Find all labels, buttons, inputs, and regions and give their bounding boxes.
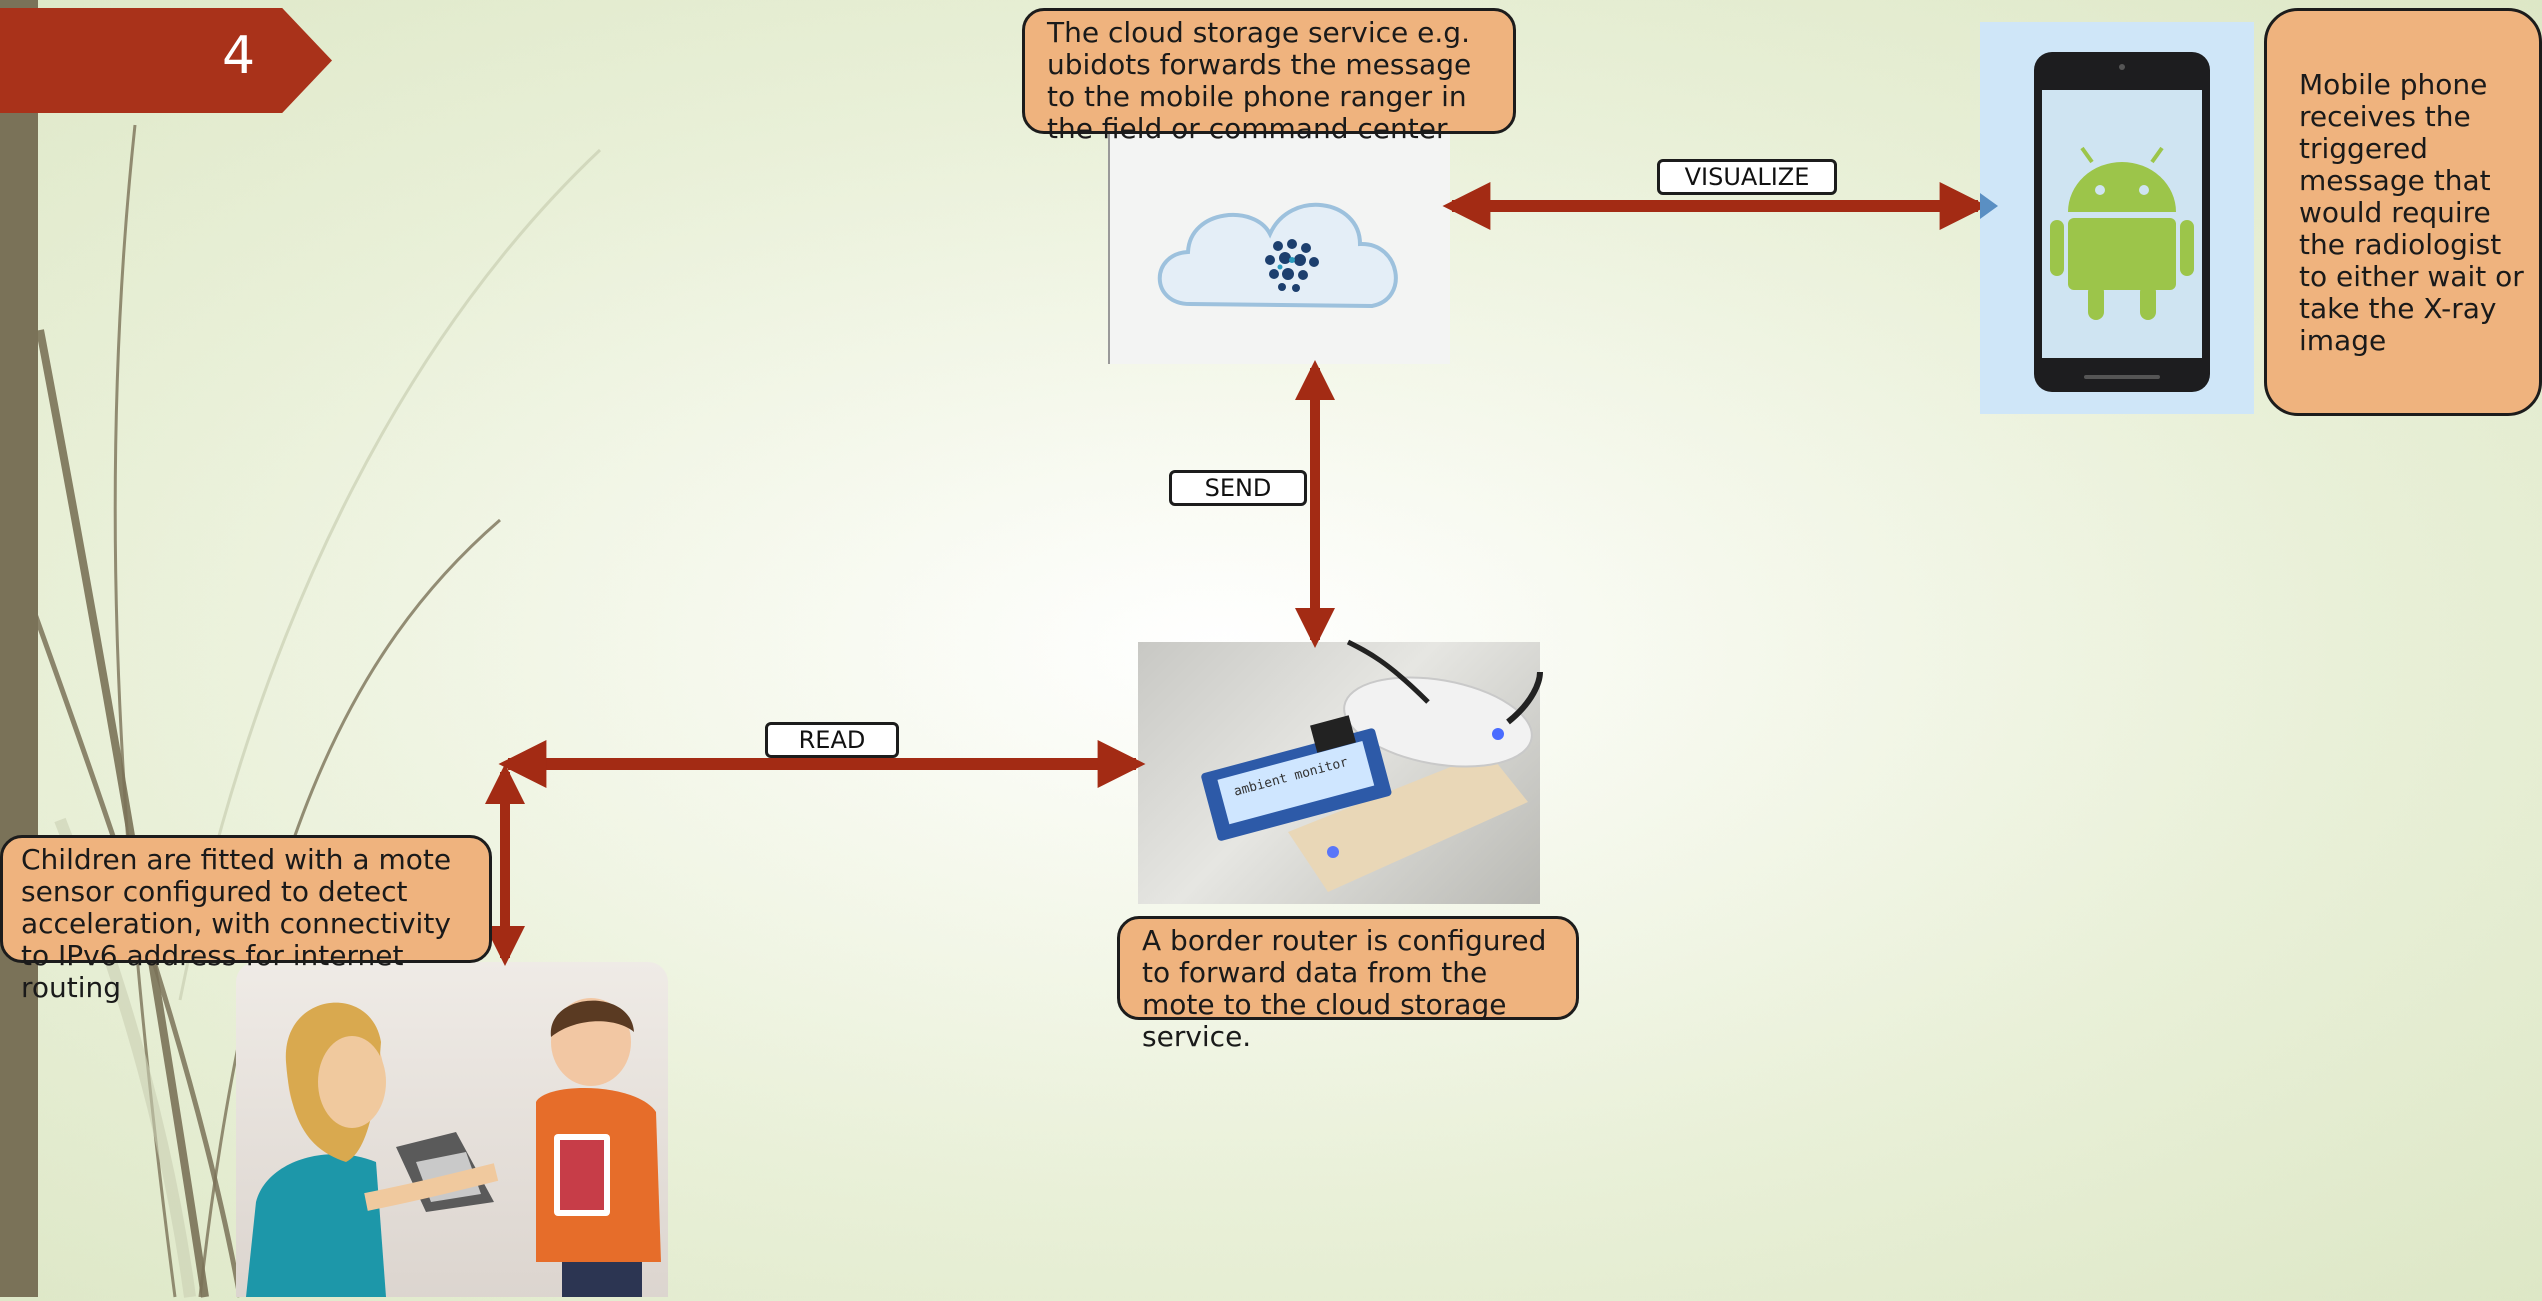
cloud-icon: [1157, 202, 1398, 309]
children-callout: Children are fitted with a mote sensor c…: [0, 835, 492, 1004]
cloud-callout: The cloud storage service e.g. ubidots f…: [1022, 8, 1516, 145]
router-callout: A border router is configured to forward…: [1117, 916, 1579, 1053]
phone-image: [1980, 22, 2254, 414]
read-label: READ: [765, 722, 899, 758]
border-router-image: ambient monitor: [1138, 639, 1543, 904]
visualize-label: VISUALIZE: [1657, 159, 1837, 195]
phone-callout: Mobile phone receives the triggered mess…: [2264, 8, 2542, 416]
android-icon: [2050, 146, 2194, 320]
slide-number: 4: [222, 26, 256, 86]
phone-pointer: [1980, 193, 1998, 219]
cloud-service-image: [1108, 134, 1450, 364]
children-photo: [236, 962, 668, 1297]
phone-icon: [2034, 52, 2210, 392]
send-label: SEND: [1169, 470, 1307, 506]
slide-number-tab: [0, 8, 332, 113]
